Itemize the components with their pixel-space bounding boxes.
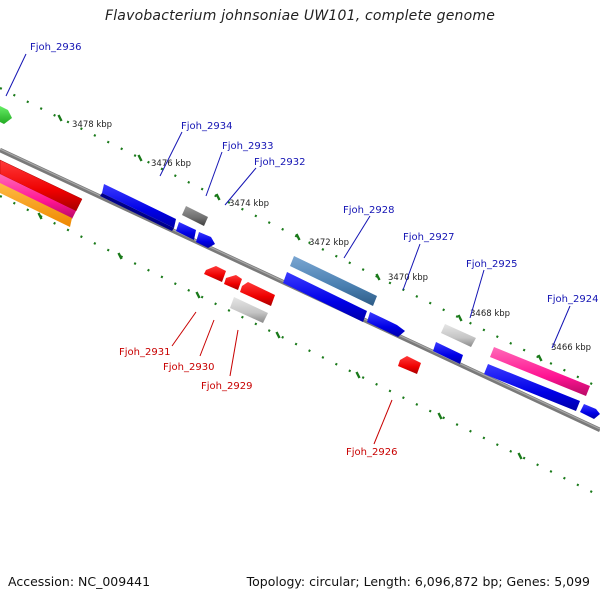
gene-label-fjoh-2928[interactable]: Fjoh_2928: [343, 205, 394, 216]
cds-arrow[interactable]: [240, 282, 275, 306]
cds-arrow[interactable]: [290, 256, 377, 306]
inner-major-tick: [117, 252, 123, 260]
cds-arrow[interactable]: [283, 272, 367, 322]
cds-arrow[interactable]: [102, 184, 176, 228]
cds-arrow[interactable]: [182, 206, 208, 226]
gene-label-fjoh-2933[interactable]: Fjoh_2933: [222, 141, 273, 152]
accession-text: Accession: NC_009441: [8, 574, 151, 589]
cds-arrow[interactable]: [176, 222, 196, 240]
feature-pink-partial[interactable]: [0, 174, 76, 219]
gene-label-fjoh-2927[interactable]: Fjoh_2927: [403, 232, 454, 243]
callout-line: [199, 319, 215, 357]
callout-line: [5, 53, 27, 97]
genome-summary-text: Topology: circular; Length: 6,096,872 bp…: [246, 574, 590, 589]
feature-green-partial[interactable]: [0, 106, 12, 124]
tick-label-3478: 3478 kbp: [72, 120, 112, 130]
cds-arrow[interactable]: [196, 232, 215, 248]
gene-label-fjoh-2926[interactable]: Fjoh_2926: [346, 447, 397, 458]
outer-major-tick: [137, 154, 143, 162]
gene-label-fjoh-2931[interactable]: Fjoh_2931: [119, 347, 170, 358]
inner-major-tick: [437, 412, 443, 420]
outer-major-tick: [215, 193, 221, 201]
gene-label-fjoh-2936[interactable]: Fjoh_2936: [30, 42, 81, 53]
callout-line: [229, 329, 239, 377]
left-edge-features: [0, 106, 83, 227]
tick-label-3468: 3468 kbp: [470, 309, 510, 319]
tick-label-3470: 3470 kbp: [388, 273, 428, 283]
inner-tick-track: [0, 195, 600, 497]
outer-tick-track: [0, 87, 600, 389]
tick-labels: 3478 kbp 3476 kbp 3474 kbp 3472 kbp 3470…: [72, 120, 591, 353]
tick-label-3472: 3472 kbp: [309, 238, 349, 248]
outer-major-tick: [457, 314, 463, 322]
tick-label-3466: 3466 kbp: [551, 343, 591, 353]
cds-arrow[interactable]: [204, 266, 226, 282]
cds-arrow[interactable]: [230, 297, 268, 323]
outer-major-tick: [57, 114, 63, 122]
map-title: Flavobacterium johnsoniae UW101, complet…: [104, 8, 496, 24]
callout-line: [205, 151, 223, 197]
callout-line: [469, 269, 485, 319]
inner-major-tick: [517, 452, 523, 460]
gene-labels: Fjoh_2936 Fjoh_2934 Fjoh_2933 Fjoh_2932 …: [30, 42, 598, 458]
callout-line: [402, 243, 421, 291]
cds-arrow[interactable]: [484, 364, 580, 411]
cds-arrow[interactable]: [398, 356, 421, 374]
callout-line: [343, 215, 371, 259]
cds-arrow[interactable]: [580, 404, 600, 419]
callout-line: [224, 167, 257, 206]
callout-lines: [5, 53, 571, 445]
callout-line: [171, 311, 197, 347]
feature-orange-partial[interactable]: [0, 183, 72, 227]
callout-line: [373, 399, 393, 445]
callout-line: [159, 131, 183, 177]
cds-arrow[interactable]: [433, 342, 463, 364]
inner-major-tick: [195, 291, 201, 299]
outer-major-tick: [375, 273, 381, 281]
cds-arrow[interactable]: [441, 324, 476, 347]
major-ticks: [37, 114, 543, 460]
inner-major-tick: [275, 331, 281, 339]
outer-major-tick: [537, 354, 543, 362]
outer-major-tick: [295, 233, 301, 241]
gene-label-fjoh-2924[interactable]: Fjoh_2924: [547, 294, 598, 305]
tick-label-3476: 3476 kbp: [151, 159, 191, 169]
callout-line: [551, 305, 571, 349]
gene-label-fjoh-2934[interactable]: Fjoh_2934: [181, 121, 232, 132]
gene-label-fjoh-2930[interactable]: Fjoh_2930: [163, 362, 214, 373]
inner-major-tick: [37, 212, 43, 220]
cds-arrow[interactable]: [490, 347, 590, 396]
cds-arrow[interactable]: [367, 312, 405, 337]
gene-label-fjoh-2929[interactable]: Fjoh_2929: [201, 381, 252, 392]
cds-arrow[interactable]: [100, 193, 174, 231]
gene-label-fjoh-2925[interactable]: Fjoh_2925: [466, 259, 517, 270]
inner-major-tick: [355, 371, 361, 379]
gene-label-fjoh-2932[interactable]: Fjoh_2932: [254, 157, 305, 168]
cds-arrow[interactable]: [224, 275, 242, 290]
tick-label-3474: 3474 kbp: [229, 199, 269, 209]
cds-features: [100, 184, 600, 419]
